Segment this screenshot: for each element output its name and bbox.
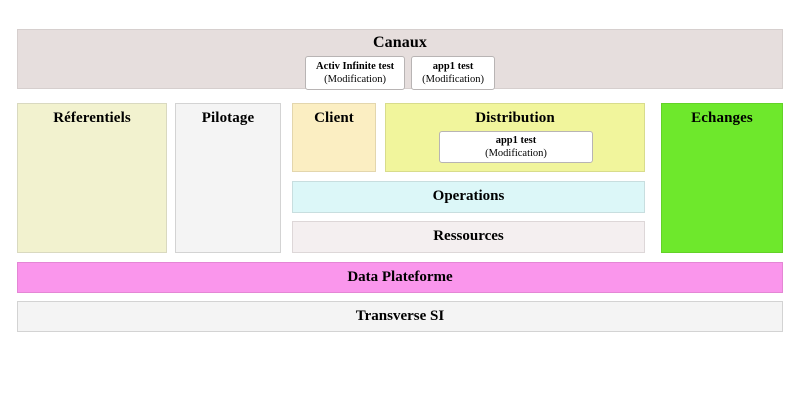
application-card[interactable]: app1 test (Modification) (439, 131, 593, 163)
block-echanges[interactable]: Echanges (661, 103, 783, 253)
block-ressources[interactable]: Ressources (292, 221, 645, 253)
block-referentiels[interactable]: Réferentiels (17, 103, 167, 253)
application-name: app1 test (432, 61, 474, 72)
block-transverse-si[interactable]: Transverse SI (17, 301, 783, 332)
application-state: (Modification) (324, 74, 386, 85)
block-distribution-title: Distribution (475, 110, 555, 126)
application-name: Activ Infinite test (316, 61, 395, 72)
application-state: (Modification) (485, 148, 547, 159)
canaux-application-list: Activ Infinite test (Modification) app1 … (18, 56, 782, 90)
block-data-plateforme[interactable]: Data Plateforme (17, 262, 783, 293)
block-ressources-title: Ressources (433, 228, 504, 244)
block-echanges-title: Echanges (691, 110, 753, 126)
block-distribution[interactable]: Distribution app1 test (Modification) (385, 103, 645, 172)
application-card[interactable]: app1 test (Modification) (411, 56, 495, 90)
block-referentiels-title: Réferentiels (53, 110, 131, 126)
application-name: app1 test (495, 135, 537, 146)
canaux-title: Canaux (373, 34, 427, 51)
block-pilotage[interactable]: Pilotage (175, 103, 281, 253)
block-transverse-si-title: Transverse SI (355, 308, 445, 324)
application-card[interactable]: Activ Infinite test (Modification) (305, 56, 406, 90)
canaux-panel[interactable]: Canaux Activ Infinite test (Modification… (17, 29, 783, 90)
block-operations[interactable]: Operations (292, 181, 645, 213)
application-state: (Modification) (422, 74, 484, 85)
block-operations-title: Operations (432, 188, 505, 204)
block-data-plateforme-title: Data Plateforme (347, 269, 453, 285)
block-pilotage-title: Pilotage (201, 110, 255, 126)
block-client-title: Client (314, 110, 354, 126)
block-client[interactable]: Client (292, 103, 376, 172)
